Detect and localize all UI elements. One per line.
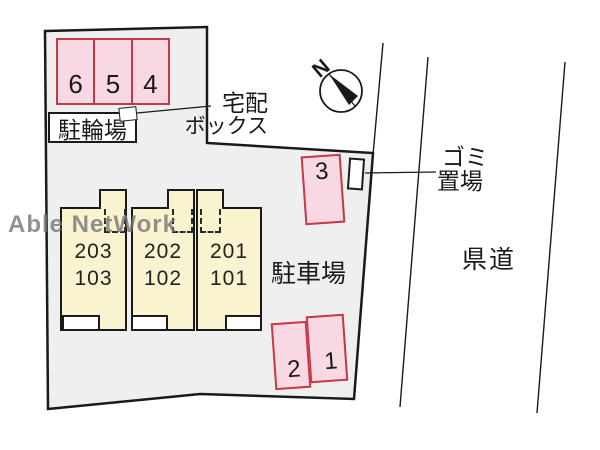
garbage-box xyxy=(346,157,366,191)
parking-space-1: 1 xyxy=(305,313,349,384)
parking-space-3: 3 xyxy=(300,153,346,226)
road-edge-middle xyxy=(399,56,429,408)
watermark: Able NetWork xyxy=(8,211,177,238)
garbage-label-line2: 置場 xyxy=(437,168,483,194)
building-notch-203 xyxy=(62,315,100,331)
building-notch-202 xyxy=(131,315,168,331)
garbage-area-label: ゴミ 置場 xyxy=(437,145,488,193)
unit-lower-number: 102 xyxy=(143,267,183,290)
building-entry-tab-202 xyxy=(167,189,195,209)
building-unit-202 xyxy=(131,207,195,331)
unit-label-201: 201 101 xyxy=(196,238,262,292)
parking-lot-label: 駐車場 xyxy=(271,260,347,288)
entry-dashed-outline-201 xyxy=(200,209,221,233)
entry-dashed-outline-202 xyxy=(172,209,193,233)
parking-block-654: 6 5 4 xyxy=(56,38,170,105)
building-entry-tab-203 xyxy=(99,189,127,209)
building-entry-tab-201 xyxy=(196,189,224,209)
unit-label-202: 202 102 xyxy=(131,238,195,292)
parking-space-5: 5 xyxy=(93,40,130,103)
parking-space-4: 4 xyxy=(130,40,168,103)
delivery-box-pointer-line xyxy=(136,105,212,114)
unit-lower-number: 101 xyxy=(209,267,249,290)
parking-space-2: 2 xyxy=(270,320,312,391)
unit-label-203: 203 103 xyxy=(60,238,127,292)
delivery-box-label-line1: 宅配 xyxy=(222,90,268,116)
parking-space-6: 6 xyxy=(68,69,83,99)
road-edge-left xyxy=(372,42,384,156)
entry-dashed-outline-203 xyxy=(104,209,126,233)
unit-upper-number: 201 xyxy=(209,240,249,263)
delivery-box-label-line2: ボックス xyxy=(184,115,268,138)
garbage-pointer-line xyxy=(364,171,437,174)
north-compass-icon xyxy=(319,69,363,113)
delivery-box-label: 宅配 ボックス xyxy=(180,90,268,139)
unit-upper-number: 202 xyxy=(143,240,183,263)
road-label: 県道 xyxy=(462,246,517,274)
bicycle-parking-label: 駐輪場 xyxy=(58,116,127,143)
building-notch-201 xyxy=(225,315,262,331)
building-unit-203 xyxy=(60,207,127,331)
delivery-box-icon xyxy=(118,106,138,122)
road-edge-right xyxy=(536,61,566,414)
unit-upper-number: 203 xyxy=(74,240,113,263)
garbage-label-line1: ゴミ xyxy=(442,144,488,170)
unit-lower-number: 103 xyxy=(74,267,113,290)
